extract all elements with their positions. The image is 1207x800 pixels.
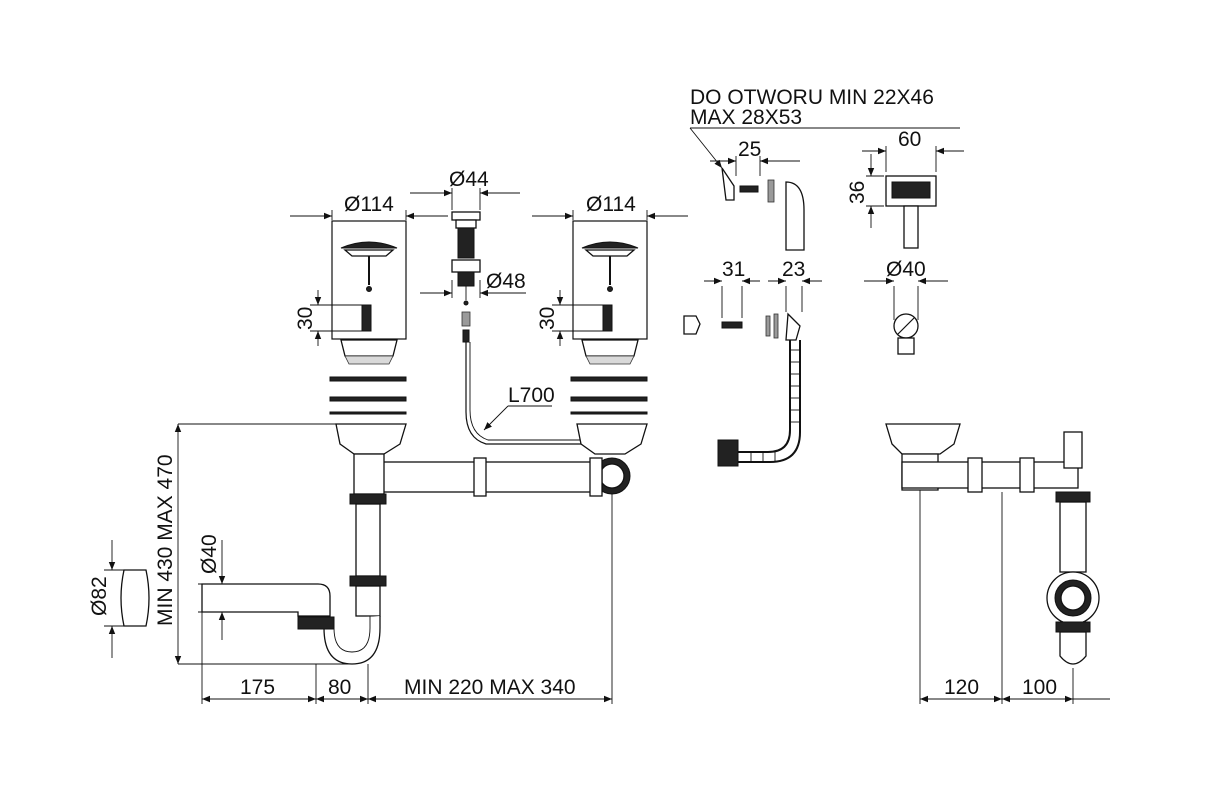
dim-d48: Ø48: [486, 270, 526, 293]
left-strainer: [329, 220, 407, 455]
dim-total-height: MIN 430 MAX 470: [154, 454, 177, 626]
dim-d44: Ø44: [449, 168, 489, 191]
dim-23: 23: [782, 258, 805, 281]
note-line-1: DO OTWORU MIN 22X46: [690, 86, 934, 109]
dimension-lines: [104, 127, 1110, 704]
dim-31: 31: [722, 258, 745, 281]
dim-d114-right: Ø114: [586, 193, 636, 216]
dim-30-left: 30: [294, 307, 317, 330]
dim-175: 175: [240, 676, 275, 699]
right-strainer: [570, 220, 648, 495]
note-line-2: MAX 28X53: [690, 106, 802, 129]
overflow-parts: [683, 167, 937, 467]
dim-120: 120: [944, 676, 979, 699]
dim-100: 100: [1022, 676, 1057, 699]
dim-min220-max340: MIN 220 MAX 340: [404, 676, 576, 699]
dim-25: 25: [738, 138, 761, 161]
dim-30-right: 30: [536, 307, 559, 330]
dim-60: 60: [898, 128, 921, 151]
siphon-front: [120, 453, 603, 665]
siphon-side: [885, 423, 1100, 665]
dim-d82: Ø82: [88, 576, 111, 616]
waste-button: [451, 211, 596, 445]
labels: DO OTWORU MIN 22X46 MAX 28X53 Ø114 Ø44 Ø…: [88, 86, 1057, 699]
dim-d114-left: Ø114: [344, 193, 394, 216]
dim-d40-outlet: Ø40: [198, 534, 221, 574]
hose-ribs: [750, 349, 800, 462]
dim-80: 80: [328, 676, 351, 699]
dim-d40-overflow: Ø40: [886, 258, 926, 281]
dim-l700: L700: [508, 384, 555, 407]
dim-36: 36: [846, 181, 869, 204]
